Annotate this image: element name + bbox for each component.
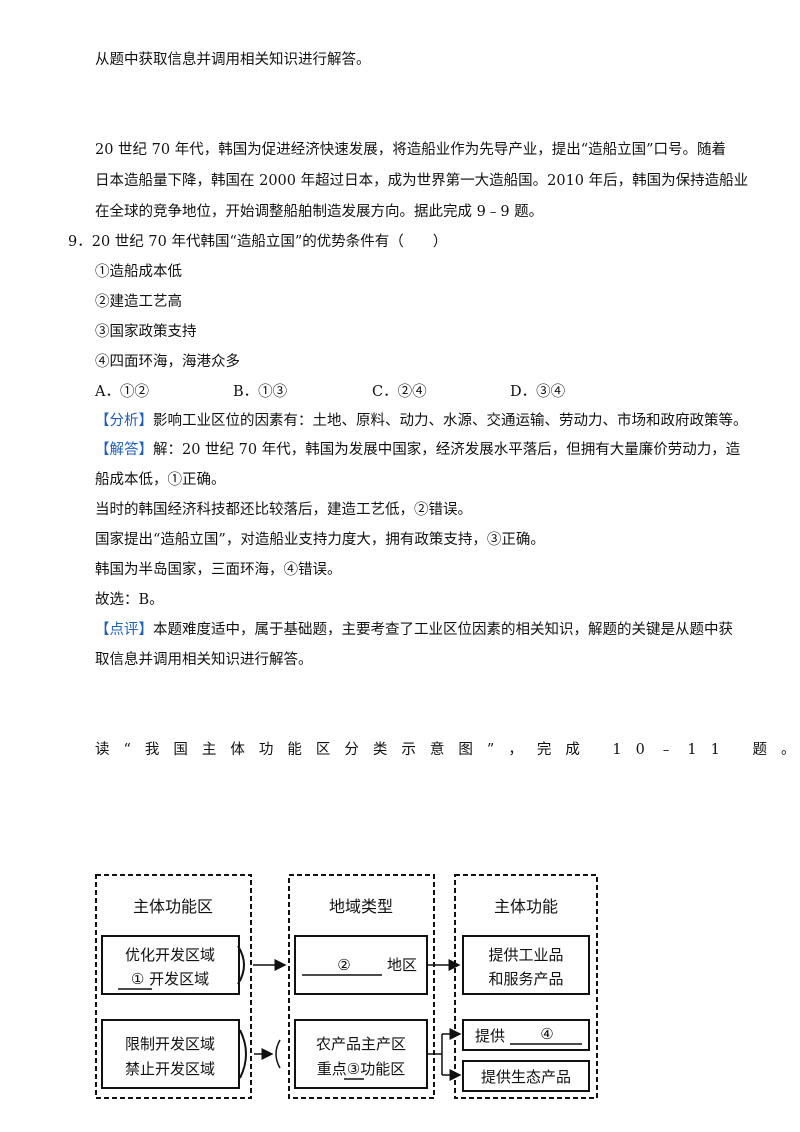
region-box-1-suffix: 地区 <box>387 956 417 974</box>
column-1-title: 主体功能区 <box>133 897 213 916</box>
comment-tag: 【点评】 <box>95 622 153 638</box>
option-c[interactable]: C．②④ <box>372 384 427 400</box>
column-1-frame <box>95 874 252 1099</box>
function-box-2-prefix: 提供 <box>475 1027 505 1045</box>
function-zone-diagram: 主体功能区 优化开发区域 ① 开发区域 限制开发区域 禁止开发区域 地域类型 ②… <box>95 874 598 1099</box>
region-box-2-line1: 农产品主产区 <box>316 1035 406 1053</box>
column-2-frame <box>288 874 435 1099</box>
column-3-frame <box>454 874 598 1099</box>
solution-answer: 故选：B。 <box>95 592 164 608</box>
brace-3 <box>275 1039 281 1069</box>
question-item: ③国家政策支持 <box>95 324 197 340</box>
zone-box-1-line2: ① 开发区域 <box>131 970 209 988</box>
solution-line: 船成本低，①正确。 <box>95 472 226 488</box>
function-box-1-line1: 提供工业品 <box>488 946 563 964</box>
zone-box-1-line1: 优化开发区域 <box>125 946 215 964</box>
column-3-title: 主体功能 <box>494 897 558 916</box>
question-stem: 20 世纪 70 年代韩国“造船立国”的优势条件有（ ） <box>91 234 448 250</box>
blank-4: ④ <box>540 1025 553 1043</box>
analysis: 【分析】影响工业区位的因素有：土地、原料、动力、水源、交通运输、劳动力、市场和政… <box>95 411 748 431</box>
analysis-text: 影响工业区位的因素有：土地、原料、动力、水源、交通运输、劳动力、市场和政府政策等… <box>153 413 748 429</box>
function-box-1-line2: 和服务产品 <box>488 970 563 988</box>
option-a[interactable]: A．①② <box>95 384 149 400</box>
function-box-2 <box>462 1019 590 1051</box>
zone-box-1 <box>101 935 240 995</box>
option-d[interactable]: D．③④ <box>510 384 566 400</box>
read-prompt: 读“我国主体功能区分类示意图”，完成 10﹣11 题。 <box>95 742 800 758</box>
solution-line: 解：20 世纪 70 年代，韩国为发展中国家，经济发展水平落后，但拥有大量廉价劳… <box>153 442 741 458</box>
comment-line: 本题难度适中，属于基础题，主要考查了工业区位因素的相关知识，解题的关键是从题中获 <box>153 622 733 638</box>
solution-line: 韩国为半岛国家，三面环海，④错误。 <box>95 562 342 578</box>
zone-box-2-line1: 限制开发区域 <box>125 1035 215 1053</box>
function-box-3 <box>462 1060 590 1092</box>
question-item: ①造船成本低 <box>95 264 182 280</box>
passage-line: 在全球的竞争地位，开始调整船舶制造发展方向。据此完成 9﹣9 题。 <box>95 204 544 220</box>
brace-1 <box>237 945 245 985</box>
option-b[interactable]: B．①③ <box>233 384 288 400</box>
function-box-3-text: 提供生态产品 <box>481 1068 571 1086</box>
solution-line: 国家提出“造船立国”，对造船业支持力度大，拥有政策支持，③正确。 <box>95 532 545 548</box>
passage-line: 20 世纪 70 年代，韩国为促进经济快速发展，将造船业作为先导产业，提出“造船… <box>95 142 727 158</box>
solution-tag: 【解答】 <box>95 442 153 458</box>
zone-box-2 <box>101 1019 240 1089</box>
region-box-2-line2: 重点③功能区 <box>317 1060 405 1078</box>
brace-2 <box>239 1029 247 1079</box>
passage-line: 日本造船量下降，韩国在 2000 年超过日本，成为世界第一大造船国。2010 年… <box>95 173 749 189</box>
blank-2: ② <box>337 956 350 974</box>
analysis-tag: 【分析】 <box>95 413 153 429</box>
solution-line: 当时的韩国经济科技都还比较落后，建造工艺低，②错误。 <box>95 502 472 518</box>
question-number: 9． <box>68 234 92 250</box>
question-item: ②建造工艺高 <box>95 294 182 310</box>
zone-box-2-line2: 禁止开发区域 <box>125 1060 215 1078</box>
function-box-1 <box>462 935 590 995</box>
column-2-title: 地域类型 <box>329 897 393 916</box>
comment-line: 取信息并调用相关知识进行解答。 <box>95 652 313 668</box>
intro-tail: 从题中获取信息并调用相关知识进行解答。 <box>95 52 371 68</box>
question-item: ④四面环海，海港众多 <box>95 354 240 370</box>
